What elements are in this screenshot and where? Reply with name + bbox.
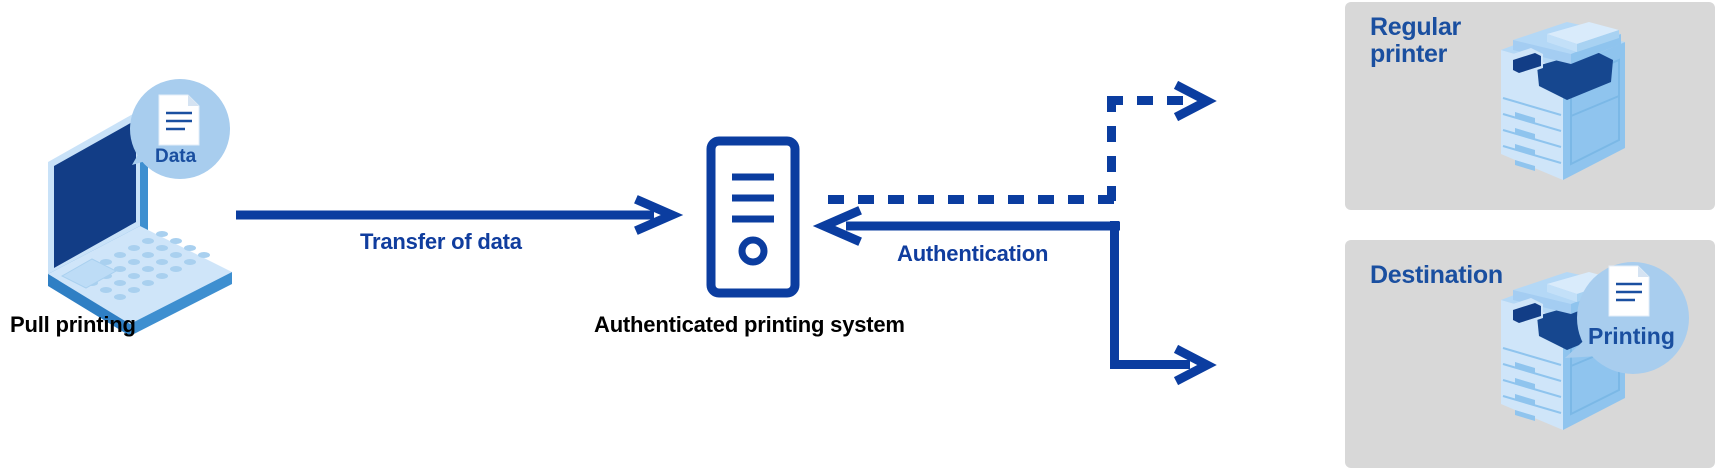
document-icon: [1607, 264, 1651, 318]
regular-printer-dashed-vertical: [1107, 96, 1116, 201]
laptop-icon: [0, 76, 240, 336]
authentication-riser: [1110, 221, 1119, 369]
document-icon: [157, 93, 201, 147]
source-label: Pull printing: [10, 312, 136, 337]
regular-printer-dashed-horizontal: [828, 195, 1116, 204]
panel-destination-title: Destination: [1370, 261, 1503, 289]
server-label: Authenticated printing system: [594, 312, 905, 337]
regular-printer-arrowhead: [1172, 80, 1217, 122]
transfer-of-data-arrow: [236, 195, 684, 235]
destination-arrowhead: [1172, 344, 1217, 386]
panel-regular-printer: Regular printer: [1345, 2, 1715, 210]
multifunction-printer-icon: [1473, 20, 1653, 192]
server-tower-icon: [706, 136, 800, 298]
panel-destination: Destination: [1345, 240, 1715, 468]
panel-regular-printer-title: Regular printer: [1370, 13, 1461, 68]
authentication-label: Authentication: [897, 241, 1049, 266]
authentication-arrow: [812, 206, 1120, 246]
printing-bubble-label: Printing: [1588, 323, 1675, 349]
transfer-of-data-label: Transfer of data: [360, 229, 522, 254]
data-bubble-label: Data: [155, 146, 197, 167]
printing-bubble: [1563, 260, 1691, 382]
destination-connector-horizontal: [1110, 360, 1190, 369]
regular-printer-dashed-top: [1107, 96, 1189, 105]
